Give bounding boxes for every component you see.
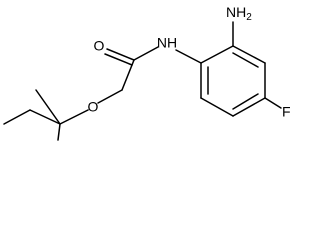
ring-bond-4 — [232, 97, 266, 117]
bond-quaternary-methyl-2 — [35, 89, 61, 125]
atom-labels: NH2 NH O O F — [88, 4, 291, 120]
bond-ethyl-terminal — [3, 109, 31, 125]
ring-inner-double-1 — [232, 52, 259, 68]
chemical-structure: NH2 NH O O F — [3, 4, 291, 141]
ring-bond-1 — [200, 45, 234, 64]
ether-oxygen-label: O — [88, 99, 99, 115]
bond-ether-o-to-ch2 — [97, 89, 123, 104]
fluorine-label: F — [282, 104, 291, 120]
bonds — [3, 21, 282, 141]
bond-ring-to-f — [264, 97, 282, 109]
amino-group-label: NH2 — [226, 4, 252, 23]
bond-carbonyl-to-nh — [133, 46, 159, 61]
ring-bond-5 — [200, 97, 234, 117]
bond-nh-to-ring — [175, 49, 202, 64]
bond-quaternary-to-ether-o — [59, 109, 89, 125]
ring-bond-2 — [232, 45, 266, 64]
carbonyl-oxygen-label: O — [94, 38, 105, 54]
ring-inner-double-2 — [232, 93, 259, 110]
bond-carbonyl-double-2 — [104, 53, 133, 66]
bond-ethyl-to-quaternary — [29, 109, 61, 125]
bond-quaternary-methyl-1 — [57, 123, 61, 141]
amide-nh-label: NH — [157, 35, 177, 51]
bond-carbonyl-double-1 — [106, 48, 135, 61]
